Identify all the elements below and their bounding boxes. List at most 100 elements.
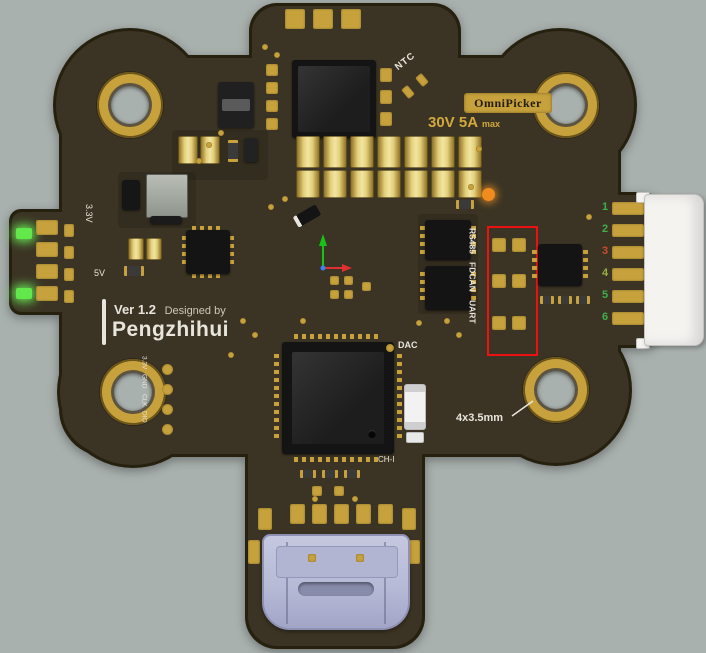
rating-value: 30V 5A bbox=[428, 114, 479, 131]
metal-package-ic bbox=[146, 174, 188, 218]
pin-row bbox=[229, 236, 234, 268]
inductor-band bbox=[222, 99, 250, 111]
pin-row bbox=[420, 226, 425, 254]
version-line: Ver 1.2 Designed by bbox=[114, 302, 226, 317]
power-ic-chip bbox=[292, 60, 376, 138]
usb-mount-tab bbox=[408, 540, 420, 564]
pin-row bbox=[471, 272, 476, 302]
usb-shell-plate bbox=[276, 546, 398, 578]
pin-row bbox=[182, 236, 187, 268]
usb-signal-pad bbox=[378, 504, 393, 524]
dac-label: DAC bbox=[398, 340, 418, 350]
resistor bbox=[300, 470, 316, 478]
capacitor bbox=[128, 238, 144, 260]
solder-pad bbox=[341, 9, 361, 29]
via bbox=[240, 318, 246, 324]
interface-label: FDCAN bbox=[467, 262, 478, 292]
pin-row bbox=[192, 226, 224, 231]
annotation-highlight-box bbox=[487, 226, 538, 356]
transceiver-ic bbox=[420, 218, 476, 262]
capacitor bbox=[323, 136, 347, 168]
chip-body bbox=[425, 266, 471, 310]
solder-pad bbox=[334, 486, 344, 496]
mcu-pin1-dot bbox=[368, 430, 376, 438]
solder-pad bbox=[64, 224, 74, 237]
solder-pad bbox=[64, 290, 74, 303]
mcu-pin-row-bottom bbox=[294, 457, 382, 462]
capacitor bbox=[146, 238, 162, 260]
connector-pad bbox=[612, 224, 644, 237]
debug-pin-label: 3.3V bbox=[140, 356, 148, 370]
component-base bbox=[150, 216, 182, 224]
rating-suffix: max bbox=[482, 119, 501, 129]
resistor bbox=[344, 470, 360, 478]
debug-header-pad bbox=[162, 364, 173, 375]
crystal-oscillator bbox=[404, 384, 426, 430]
capacitor bbox=[404, 170, 428, 198]
qfn-regulator bbox=[182, 226, 234, 278]
rail-5v-label: 5V bbox=[94, 268, 106, 278]
via bbox=[468, 184, 474, 190]
mcu-pin-row-top bbox=[294, 334, 382, 339]
interface-label: UART bbox=[467, 299, 478, 324]
solder-pad bbox=[344, 290, 353, 299]
interface-pad bbox=[492, 316, 506, 330]
mounting-hole-bore bbox=[547, 86, 585, 124]
debug-header-pad bbox=[162, 384, 173, 395]
connector-pad bbox=[612, 290, 644, 303]
via bbox=[312, 496, 318, 502]
mounting-hole-bottom-left bbox=[100, 359, 166, 425]
resistor bbox=[540, 296, 554, 304]
origin-axis-y-arrowhead bbox=[319, 234, 327, 246]
connector-pad bbox=[612, 268, 644, 281]
solder-pad bbox=[380, 68, 392, 82]
via bbox=[456, 332, 462, 338]
connector-pad bbox=[612, 202, 644, 215]
interface-labels: RS485 FDCAN UART bbox=[466, 228, 479, 323]
interface-pad bbox=[492, 274, 506, 288]
solder-pad bbox=[266, 118, 278, 130]
pin-row bbox=[471, 226, 476, 254]
small-white-component bbox=[406, 432, 424, 443]
jst-connector-housing bbox=[644, 194, 704, 346]
inductor bbox=[218, 82, 254, 128]
sot23-transistor bbox=[122, 180, 140, 210]
solder-pad bbox=[313, 9, 333, 29]
mounting-hole-bottom-right bbox=[523, 357, 589, 423]
solder-pad bbox=[362, 282, 371, 291]
transceiver-ic bbox=[420, 264, 476, 312]
resistor bbox=[322, 470, 338, 478]
interface-pad bbox=[492, 238, 506, 252]
capacitor bbox=[323, 170, 347, 198]
resistor bbox=[228, 140, 238, 162]
usb-signal-pad bbox=[312, 504, 327, 524]
solder-pad bbox=[344, 276, 353, 285]
via bbox=[252, 332, 258, 338]
capacitor bbox=[377, 170, 401, 198]
chip-body bbox=[538, 244, 582, 286]
solder-pad bbox=[312, 486, 322, 496]
resistor bbox=[576, 296, 590, 304]
via bbox=[300, 318, 306, 324]
mcu-body bbox=[282, 342, 394, 454]
ntc-pad bbox=[401, 84, 415, 100]
solder-pad bbox=[64, 246, 74, 259]
mounting-hole-bore bbox=[537, 371, 575, 409]
mounting-note-label: 4x3.5mm bbox=[456, 412, 504, 424]
capacitor bbox=[350, 170, 374, 198]
pin-row bbox=[420, 272, 425, 302]
solder-pad bbox=[285, 9, 305, 29]
pin-row bbox=[532, 250, 537, 280]
debug-header-pad bbox=[162, 424, 173, 435]
usb-shell-seam bbox=[384, 542, 386, 624]
connector-pad bbox=[612, 246, 644, 259]
capacitor bbox=[377, 136, 401, 168]
pin-row bbox=[192, 273, 224, 278]
capacitor bbox=[431, 170, 455, 198]
via bbox=[196, 158, 202, 164]
capacitor bbox=[296, 136, 320, 168]
solder-pad bbox=[266, 64, 278, 76]
debug-pin-label: GND bbox=[140, 374, 148, 389]
mounting-hole-bore bbox=[114, 373, 152, 411]
